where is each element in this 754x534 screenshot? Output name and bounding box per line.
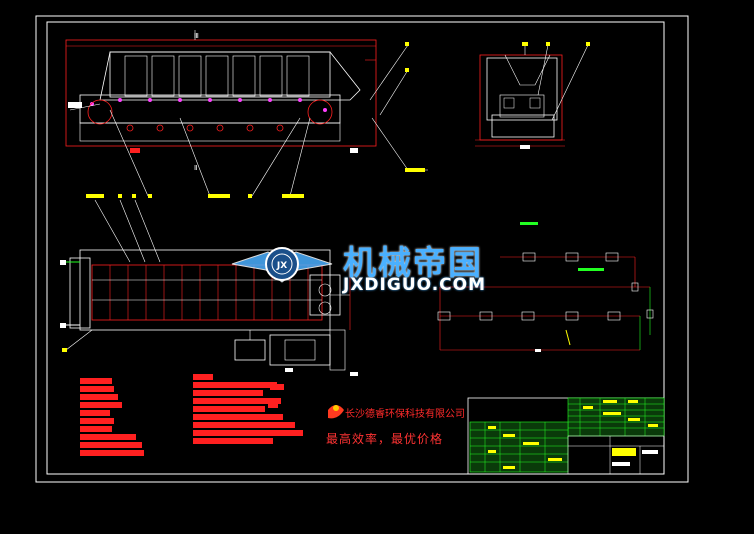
logo-letters: JX bbox=[276, 261, 287, 271]
company-logo-icon bbox=[328, 405, 344, 419]
watermark-title-en: JXDIGUO.COM bbox=[343, 275, 487, 295]
outer-frame bbox=[35, 15, 689, 483]
company-name: 长沙德睿环保科技有限公司 bbox=[345, 409, 465, 420]
technical-notes-right bbox=[193, 374, 303, 444]
dimension-tag-lower: Ⅱ bbox=[194, 164, 197, 172]
company-slogan: 最高效率，最优价格 bbox=[326, 432, 444, 446]
watermark-logo-emblem bbox=[231, 247, 333, 283]
side-view-leaders bbox=[109, 44, 428, 197]
balloon-markers-top bbox=[86, 42, 425, 198]
end-view bbox=[475, 42, 590, 149]
control-circuit bbox=[437, 222, 654, 352]
watermark-title-cn: 机械帝国 bbox=[343, 243, 483, 282]
title-block bbox=[467, 397, 665, 475]
plan-view bbox=[60, 199, 358, 376]
dimension-tag: Ⅲ bbox=[194, 32, 199, 40]
side-elevation-view bbox=[65, 30, 377, 153]
technical-notes-left bbox=[80, 378, 144, 456]
inner-frame bbox=[46, 21, 665, 475]
